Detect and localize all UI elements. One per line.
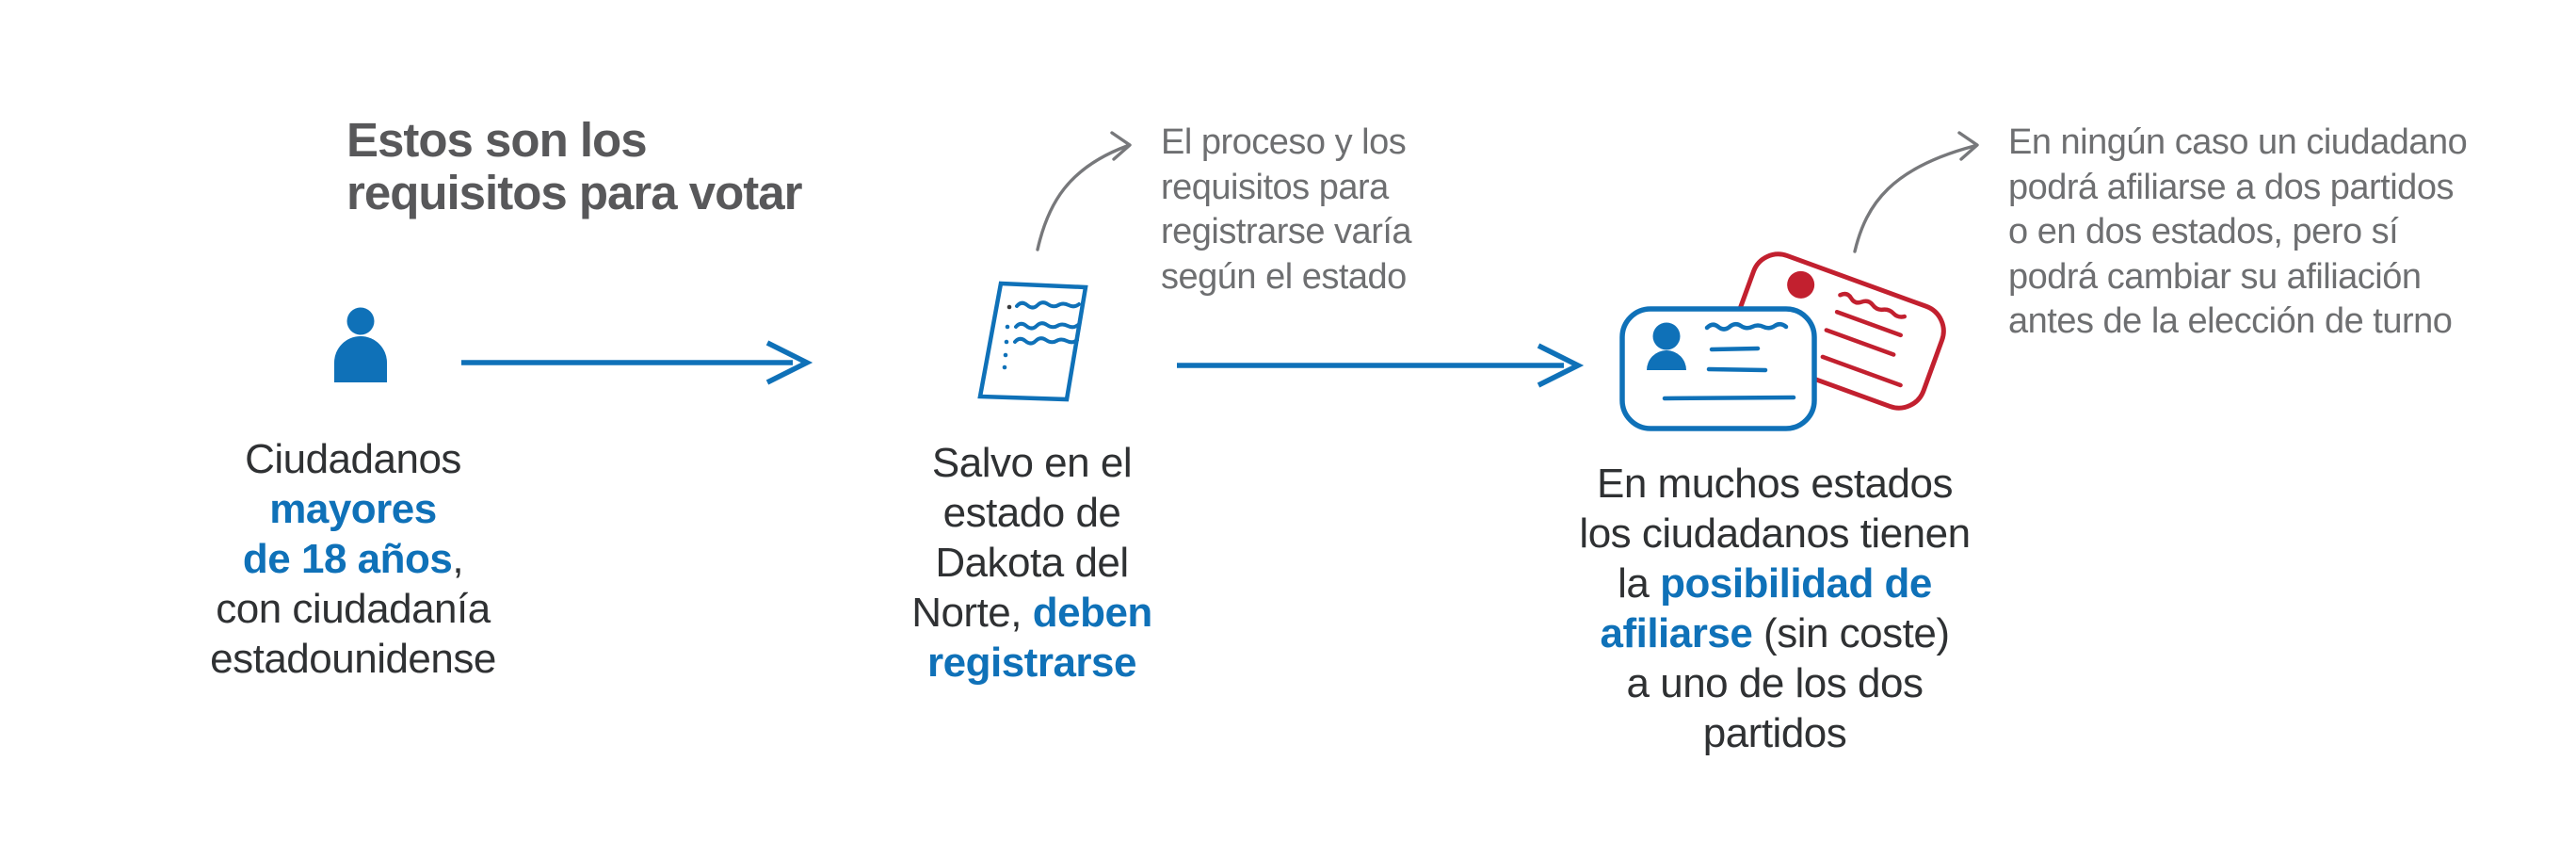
step1-text-2: mayores [269, 486, 437, 532]
step1-text-3: de 18 años [242, 536, 453, 582]
person-icon [334, 307, 387, 382]
step2-text-3: Dakota del [935, 540, 1129, 586]
curved-arrow-icon [1036, 131, 1132, 251]
red-id-card [1731, 251, 1946, 411]
step3-text-4b: (sin coste) [1752, 610, 1950, 656]
curved-arrow-icon [1853, 131, 1979, 253]
title-line-2: requisitos para votar [346, 166, 802, 219]
step3-text-2: los ciudadanos tienen [1579, 510, 1971, 557]
callout2-line-5: antes de la elección de turno [2008, 301, 2453, 341]
step1-text-1: Ciudadanos [245, 436, 461, 482]
callout2-line-4: podrá cambiar su afiliación [2008, 256, 2422, 297]
callout2-line-3: o en dos estados, pero sí [2008, 212, 2399, 251]
arrow-right-icon [461, 340, 813, 385]
step3-text-3b: posibilidad de [1660, 560, 1932, 607]
step3-text-3: la [1618, 560, 1661, 607]
step2-text-1: Salvo en el [931, 440, 1133, 486]
step3-text-5: a uno de los dos [1626, 660, 1924, 706]
step3-text-4: afiliarse [1600, 610, 1753, 656]
callout2-note: En ningún caso un ciudadano podrá afilia… [2008, 121, 2468, 345]
step1-caption: Ciudadanos mayores de 18 años, con ciuda… [174, 434, 532, 684]
step2-text-4: Norte, [911, 590, 1033, 636]
party-id-cards-icon [1619, 251, 1946, 431]
step2-caption: Salvo en el estado de Dakota del Norte, … [891, 438, 1173, 688]
step2-text-4b: deben [1032, 590, 1153, 636]
registration-form-icon [977, 281, 1088, 402]
arrow-right-icon [1177, 343, 1585, 388]
title-line-1: Estos son los [346, 113, 648, 167]
callout2-line-2: podrá afiliarse a dos partidos [2008, 167, 2454, 207]
page-title: Estos son los requisitos para votar [346, 114, 802, 219]
step1-text-3b: , [452, 536, 464, 582]
callout1-line-3: registrarse varía [1161, 212, 1412, 251]
callout2-line-1: En ningún caso un ciudadano [2008, 122, 2468, 162]
callout1-line-1: El proceso y los [1161, 122, 1407, 162]
callout1-line-2: requisitos para [1161, 167, 1389, 207]
callout1-line-4: según el estado [1161, 256, 1407, 297]
callout1-note: El proceso y los requisitos para registr… [1161, 121, 1412, 300]
step3-text-1: En muchos estados [1597, 461, 1953, 507]
step1-text-5: estadounidense [210, 636, 496, 682]
step2-text-5: registrarse [927, 640, 1136, 686]
step2-text-2: estado de [942, 490, 1121, 536]
step1-text-4: con ciudadanía [216, 586, 491, 632]
step3-text-6: partidos [1702, 710, 1847, 756]
step3-caption: En muchos estados los ciudadanos tienen … [1549, 459, 2001, 758]
blue-id-card [1619, 306, 1817, 431]
